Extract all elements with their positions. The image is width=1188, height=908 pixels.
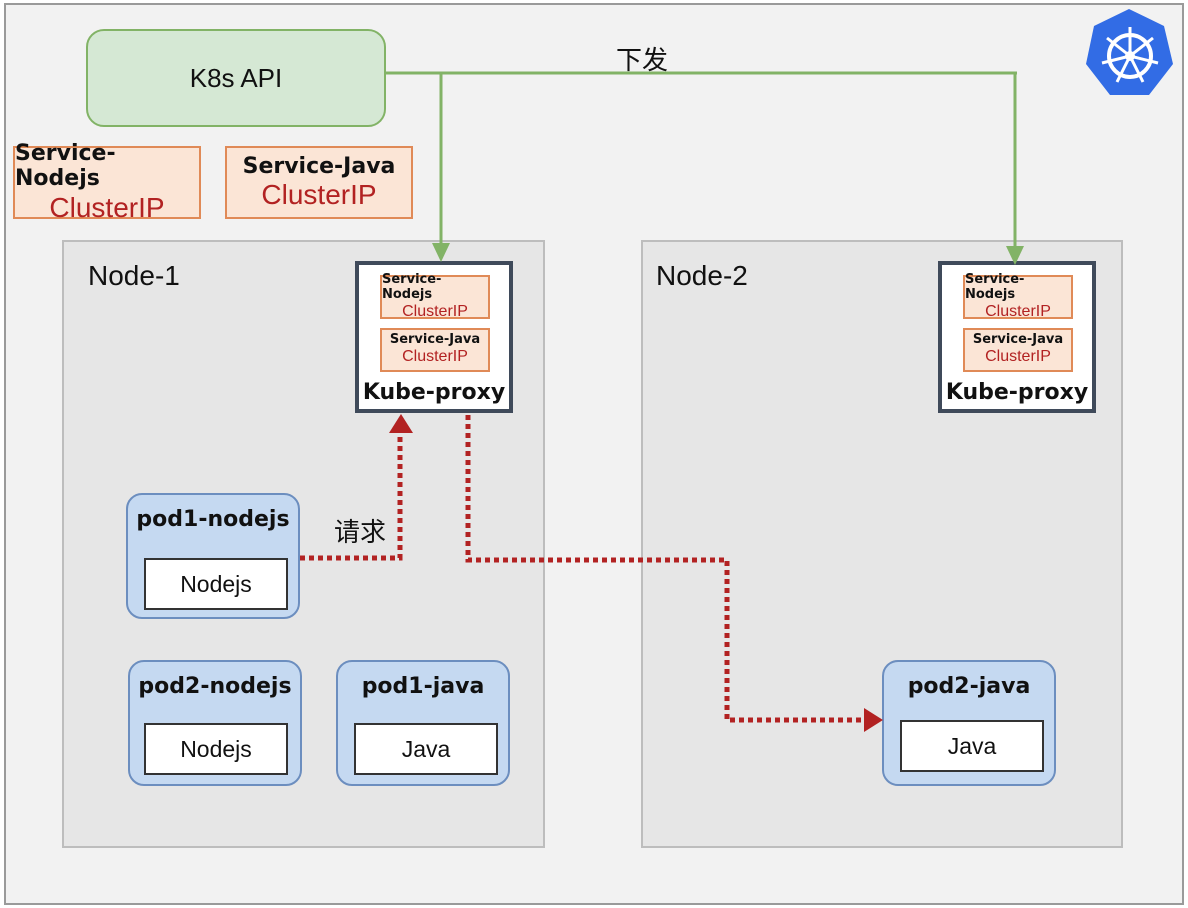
proxy-2-service-nodejs: Service-Nodejs ClusterIP xyxy=(963,271,1073,320)
pod2-nodejs-container: Nodejs xyxy=(144,723,288,775)
proxy-1-service-java-name: Service-Java xyxy=(389,332,481,348)
request-connector xyxy=(300,432,403,561)
service-nodejs-clusterip: ClusterIP xyxy=(49,191,165,223)
node-2-kube-proxy: Service-Nodejs ClusterIP Service-Java Cl… xyxy=(938,261,1096,413)
pod2-nodejs: pod2-nodejs Nodejs xyxy=(128,660,302,786)
node-1-label: Node-1 xyxy=(88,260,180,291)
pod1-nodejs-container: Nodejs xyxy=(144,558,288,610)
dispatch-arrow-node-2 xyxy=(1006,246,1024,265)
dispatch-connector xyxy=(384,71,1017,248)
node-1-kube-proxy: Service-Nodejs ClusterIP Service-Java Cl… xyxy=(355,261,513,413)
forward-arrow-pod2-java xyxy=(864,708,883,732)
proxy-1-service-java-clusterip: ClusterIP xyxy=(402,348,468,366)
proxy-1-service-nodejs: Service-Nodejs ClusterIP xyxy=(380,271,490,320)
pod1-nodejs: pod1-nodejs Nodejs xyxy=(126,493,300,619)
pod2-nodejs-title: pod2-nodejs xyxy=(138,674,292,699)
service-java-name: Service-Java xyxy=(242,153,396,179)
node-2-label: Node-2 xyxy=(656,260,748,291)
proxy-2-service-java-clusterip: ClusterIP xyxy=(985,348,1051,366)
node-2-kube-proxy-label: Kube-proxy xyxy=(945,380,1089,405)
pod2-java-title: pod2-java xyxy=(907,674,1031,699)
proxy-2-service-java-name: Service-Java xyxy=(972,332,1064,348)
pod2-java-container: Java xyxy=(900,720,1044,772)
proxy-2-service-nodejs-clusterip: ClusterIP xyxy=(985,302,1051,320)
pod1-java-container: Java xyxy=(354,723,498,775)
proxy-1-service-java: Service-Java ClusterIP xyxy=(380,328,490,372)
pod1-java: pod1-java Java xyxy=(336,660,510,786)
pod2-java: pod2-java Java xyxy=(882,660,1056,786)
k8s-api-box: K8s API xyxy=(86,29,386,127)
request-label: 请求 xyxy=(334,518,387,548)
proxy-1-service-nodejs-clusterip: ClusterIP xyxy=(402,302,468,320)
pod1-nodejs-title: pod1-nodejs xyxy=(136,507,290,532)
forward-connector xyxy=(465,415,866,723)
node-1-kube-proxy-label: Kube-proxy xyxy=(362,380,506,405)
pod1-java-title: pod1-java xyxy=(361,674,485,699)
service-java-box: Service-Java ClusterIP xyxy=(225,146,413,219)
proxy-1-service-nodejs-name: Service-Nodejs xyxy=(382,271,442,302)
request-arrow-kube-proxy xyxy=(389,414,413,433)
proxy-2-service-nodejs-name: Service-Nodejs xyxy=(965,271,1025,302)
dispatch-label: 下发 xyxy=(616,46,669,76)
service-nodejs-name: Service-Nodejs xyxy=(15,141,116,192)
service-nodejs-box: Service-Nodejs ClusterIP xyxy=(13,141,201,223)
service-java-clusterip: ClusterIP xyxy=(261,179,377,211)
dispatch-arrow-node-1 xyxy=(432,243,450,262)
proxy-2-service-java: Service-Java ClusterIP xyxy=(963,328,1073,372)
kubernetes-logo-icon xyxy=(1086,9,1173,95)
